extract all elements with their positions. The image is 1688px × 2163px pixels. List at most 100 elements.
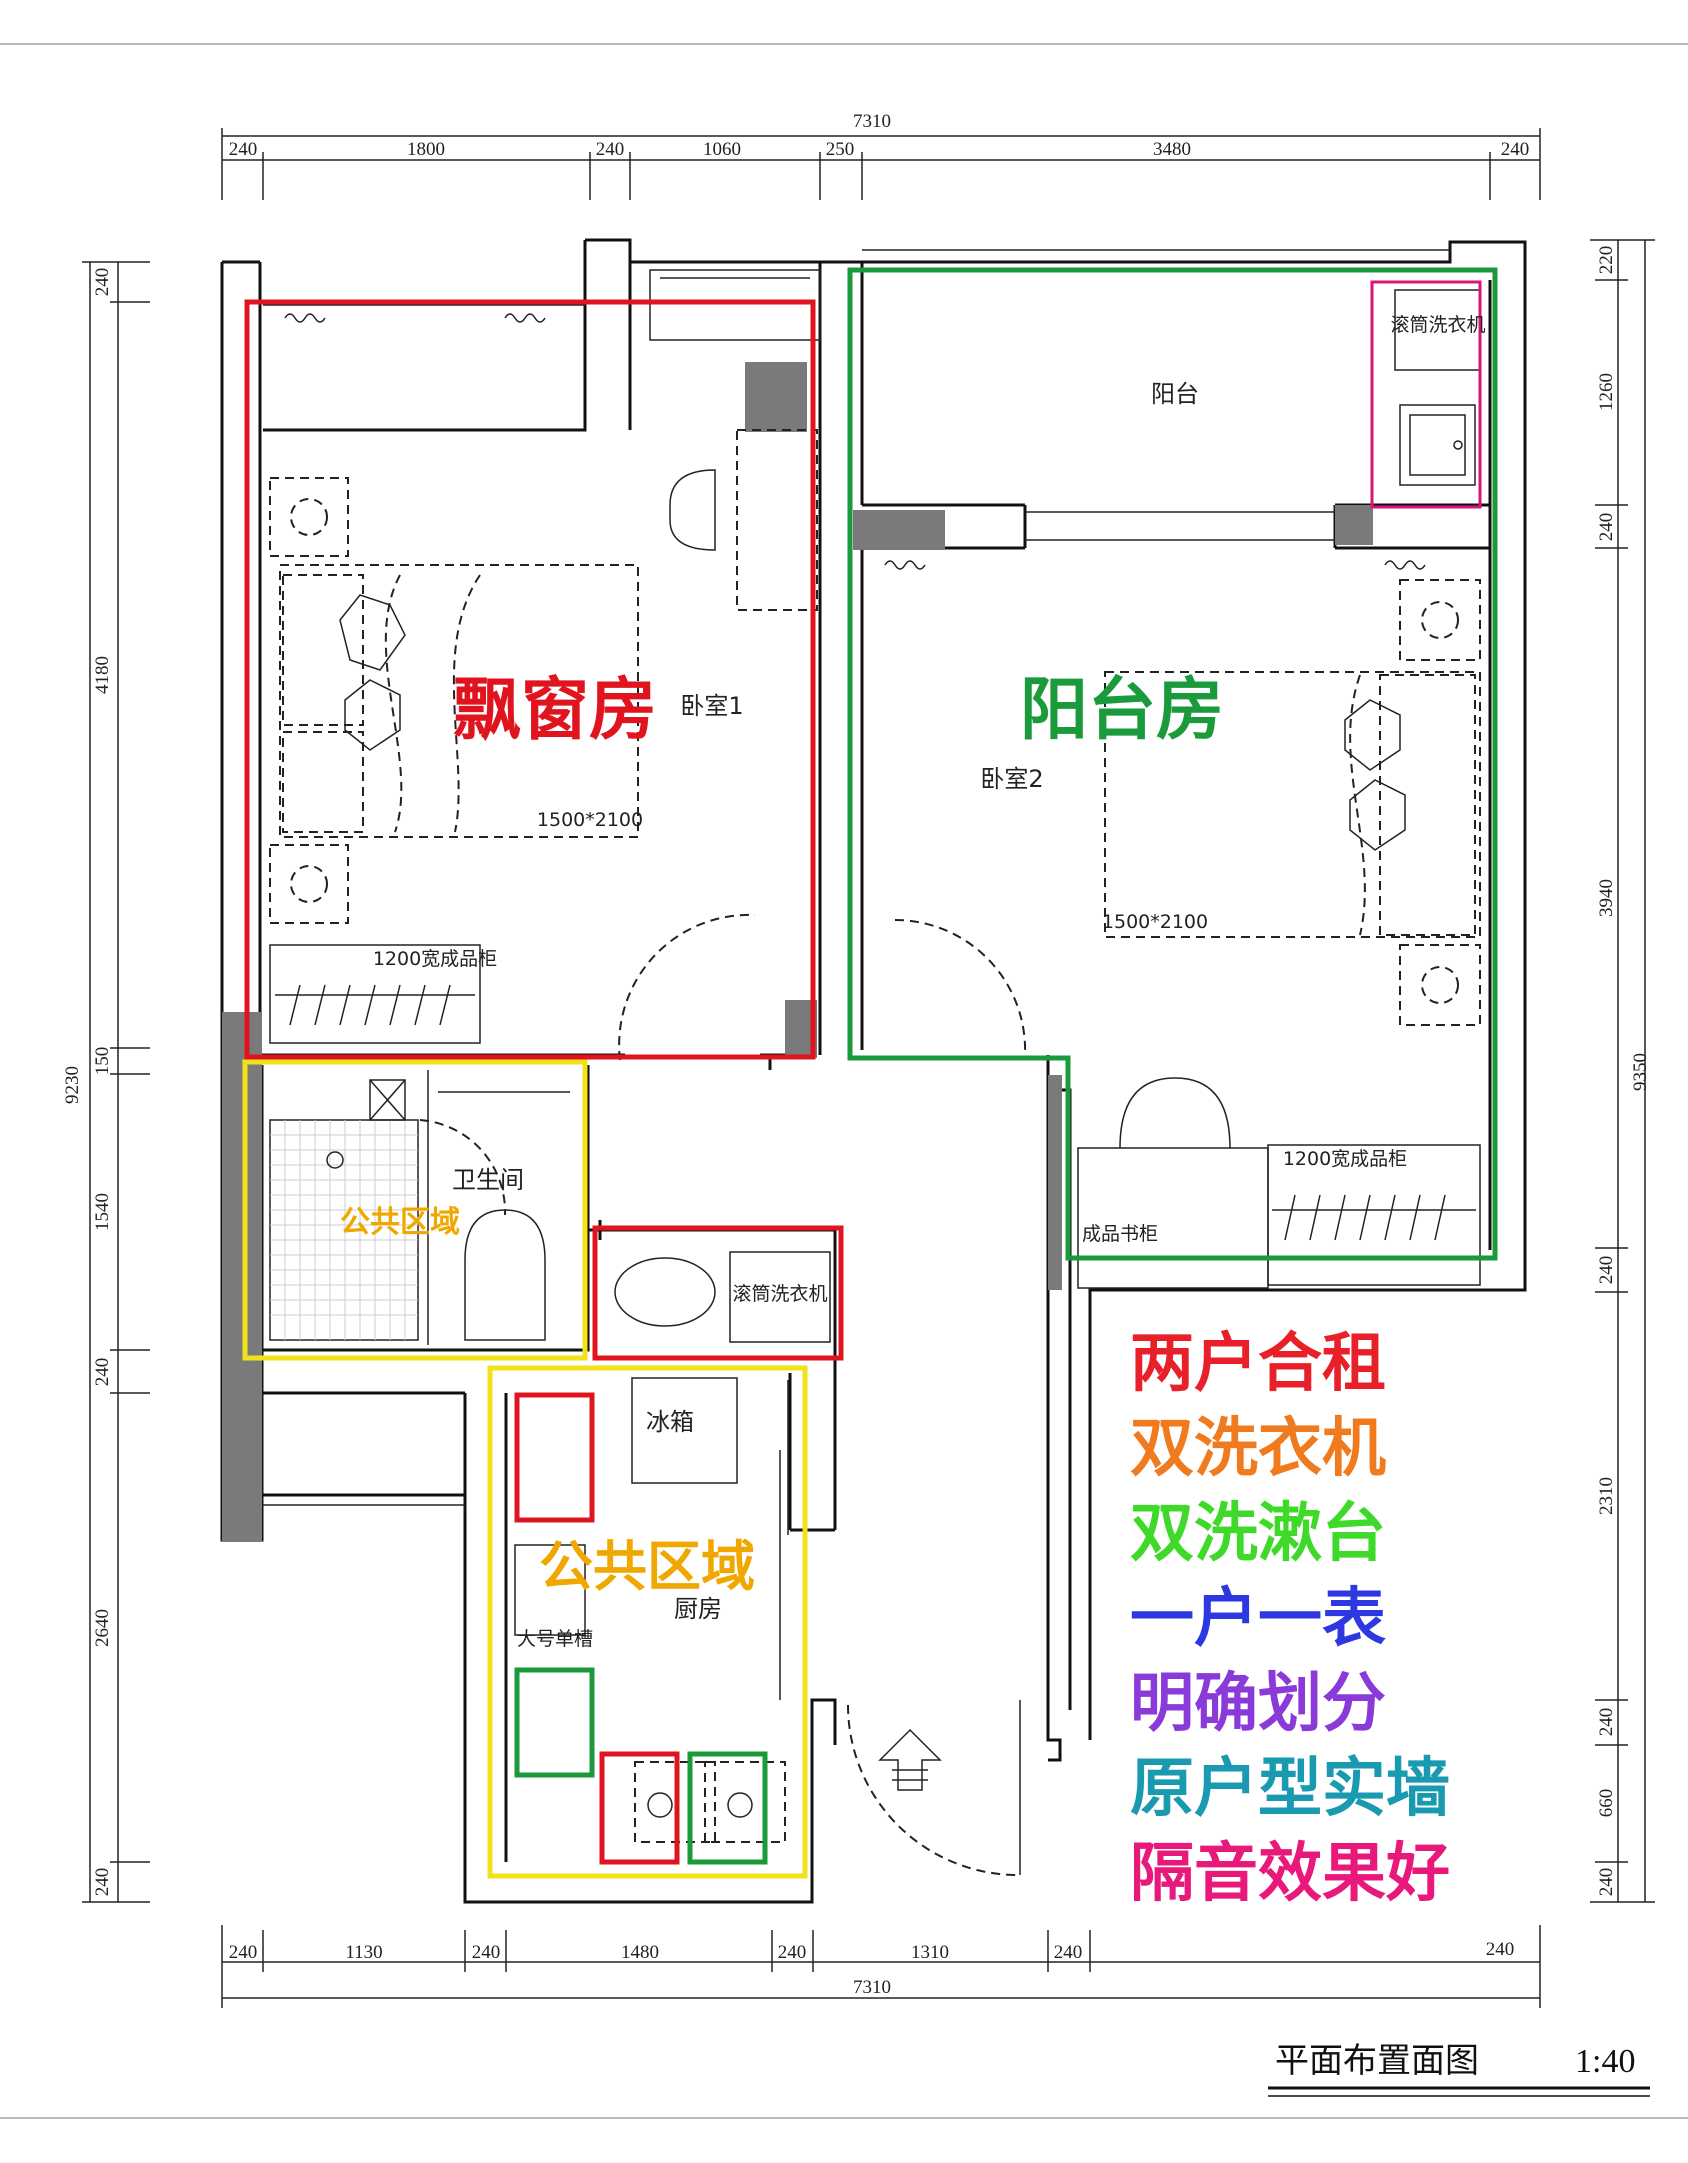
- bathroom-fixtures: [269, 1070, 570, 1345]
- zone-label-balcony-room: 阳台房: [1020, 670, 1224, 750]
- room-label-bathroom: 卫生间: [452, 1166, 524, 1194]
- sink: [514, 1544, 586, 1636]
- note-item: 明确划分: [1130, 1666, 1386, 1741]
- wall-block: [745, 362, 807, 432]
- toilet: [464, 1209, 546, 1341]
- wall-block: [1048, 1075, 1062, 1290]
- kitchen-cabinet-red: [514, 1392, 595, 1523]
- wardrobe-1: [269, 944, 481, 1044]
- bookcase: [1077, 1147, 1269, 1289]
- zone-balcony-room: [847, 267, 1498, 1261]
- right-dimensions: 220 1260 240 3940 240 2310 240 660 240 9…: [1590, 239, 1655, 1903]
- dim-left-total: 9230: [62, 1066, 83, 1104]
- room-label-bedroom1: 卧室1: [680, 692, 743, 720]
- top-dimensions: 7310 240 1800 240 1060 250 3480 240: [221, 111, 1541, 200]
- label-wardrobe1: 1200宽成品柜: [373, 948, 497, 970]
- label-washer-shared: 滚筒洗衣机: [732, 1283, 827, 1305]
- wall-block: [1335, 505, 1373, 545]
- kitchen-fixtures: [514, 1377, 942, 1843]
- desk: [736, 429, 818, 611]
- dim-top-5: 3480: [1153, 139, 1191, 160]
- dim-top-0: 240: [229, 139, 258, 160]
- note-item: 一户一表: [1130, 1581, 1386, 1656]
- label-fridge: 冰箱: [646, 1408, 694, 1436]
- dim-top-total: 7310: [853, 111, 891, 132]
- chair: [669, 469, 716, 551]
- entrance-arrow-icon: [878, 1728, 942, 1791]
- door-bedroom1: [618, 913, 756, 1061]
- wall-block: [853, 510, 945, 550]
- nightstand: [1399, 579, 1481, 661]
- zone-public-bath: [242, 1059, 588, 1361]
- left-dimensions: 240 4180 150 1540 240 2640 240 9230: [62, 261, 150, 1903]
- dim-bottom-right: 240: [1486, 1939, 1515, 1960]
- feature-notes: 两户合租 双洗衣机 双洗漱台 一户一表 明确划分 原户型实墙 隔音效果好: [1130, 1326, 1450, 1911]
- dim-right-3: 3940: [1596, 879, 1617, 917]
- dim-top-6: 240: [1501, 139, 1530, 160]
- nightstand: [269, 477, 349, 557]
- dim-top-2: 240: [596, 139, 625, 160]
- stove-red: [599, 1751, 680, 1865]
- dim-right-8: 240: [1596, 1868, 1617, 1897]
- wash-area-fixtures: [614, 1251, 831, 1343]
- dim-left-6: 240: [92, 1868, 113, 1897]
- chair: [1119, 1077, 1231, 1149]
- zone-public-kitchen: [487, 1365, 808, 1879]
- note-item: 两户合租: [1130, 1326, 1386, 1401]
- dim-bottom-0: 240: [229, 1942, 258, 1963]
- dim-bottom-2: 240: [472, 1942, 501, 1963]
- label-wardrobe2: 1200宽成品柜: [1283, 1148, 1407, 1170]
- dim-left-4: 240: [92, 1358, 113, 1387]
- drawing-title: 平面布置面图: [1275, 2041, 1479, 2081]
- note-item: 双洗衣机: [1130, 1411, 1386, 1486]
- dim-left-0: 240: [92, 268, 113, 297]
- dim-right-4: 240: [1596, 1256, 1617, 1285]
- dim-bottom-3: 1480: [621, 1942, 659, 1963]
- dim-right-2: 240: [1596, 513, 1617, 542]
- bay-window: [263, 249, 1450, 341]
- dim-right-0: 220: [1596, 246, 1617, 275]
- room-label-balcony: 阳台: [1151, 380, 1199, 408]
- zone-shared-wash: [592, 1225, 844, 1361]
- dim-top-1: 1800: [407, 139, 445, 160]
- bed-2: [1104, 671, 1481, 938]
- bottom-dimensions: 240 1130 240 1480 240 1310 240 240 7310: [221, 1925, 1541, 2008]
- dim-bottom-1: 1130: [345, 1942, 382, 1963]
- zone-balcony-wash: [1370, 280, 1482, 509]
- dim-bottom-5: 1310: [911, 1942, 949, 1963]
- bedroom2-furniture: [884, 560, 1481, 1289]
- dim-bottom-6: 240: [1054, 1942, 1083, 1963]
- zone-label-public-kitchen: 公共区域: [539, 1534, 755, 1598]
- dim-bottom-4: 240: [778, 1942, 807, 1963]
- door-bedroom2: [894, 919, 1027, 1056]
- dim-left-3: 1540: [92, 1193, 113, 1231]
- label-bed2-size: 1500*2100: [1102, 911, 1208, 933]
- note-item: 原户型实墙: [1130, 1751, 1450, 1826]
- label-bed1-size: 1500*2100: [537, 809, 643, 831]
- wardrobe-2: [1267, 1144, 1481, 1286]
- zone-bay-window-room: [244, 299, 816, 1060]
- dim-top-3: 1060: [703, 139, 741, 160]
- label-bookcase: 成品书柜: [1082, 1223, 1158, 1245]
- kitchen-cabinet-green: [514, 1667, 595, 1778]
- basin: [614, 1257, 716, 1327]
- dim-right-5: 2310: [1596, 1477, 1617, 1515]
- note-item: 双洗漱台: [1130, 1496, 1386, 1571]
- nightstand: [1399, 944, 1481, 1026]
- door-entrance: [847, 1704, 1021, 1877]
- dim-right-6: 240: [1596, 1708, 1617, 1737]
- dim-bottom-total: 7310: [853, 1977, 891, 1998]
- shower-area: [269, 1119, 419, 1341]
- nightstand: [269, 844, 349, 924]
- room-label-bedroom2: 卧室2: [980, 765, 1043, 793]
- fridge-box: [631, 1377, 738, 1484]
- label-washer-balcony: 滚筒洗衣机: [1390, 314, 1485, 336]
- dim-right-1: 1260: [1596, 373, 1617, 411]
- zone-label-bay-window-room: 飘窗房: [453, 670, 657, 750]
- door-bathroom: [419, 1119, 507, 1216]
- stove-green: [687, 1751, 768, 1865]
- note-item: 隔音效果好: [1130, 1836, 1450, 1911]
- title-block: 平面布置面图 1:40: [1268, 2041, 1650, 2097]
- dim-left-5: 2640: [92, 1609, 113, 1647]
